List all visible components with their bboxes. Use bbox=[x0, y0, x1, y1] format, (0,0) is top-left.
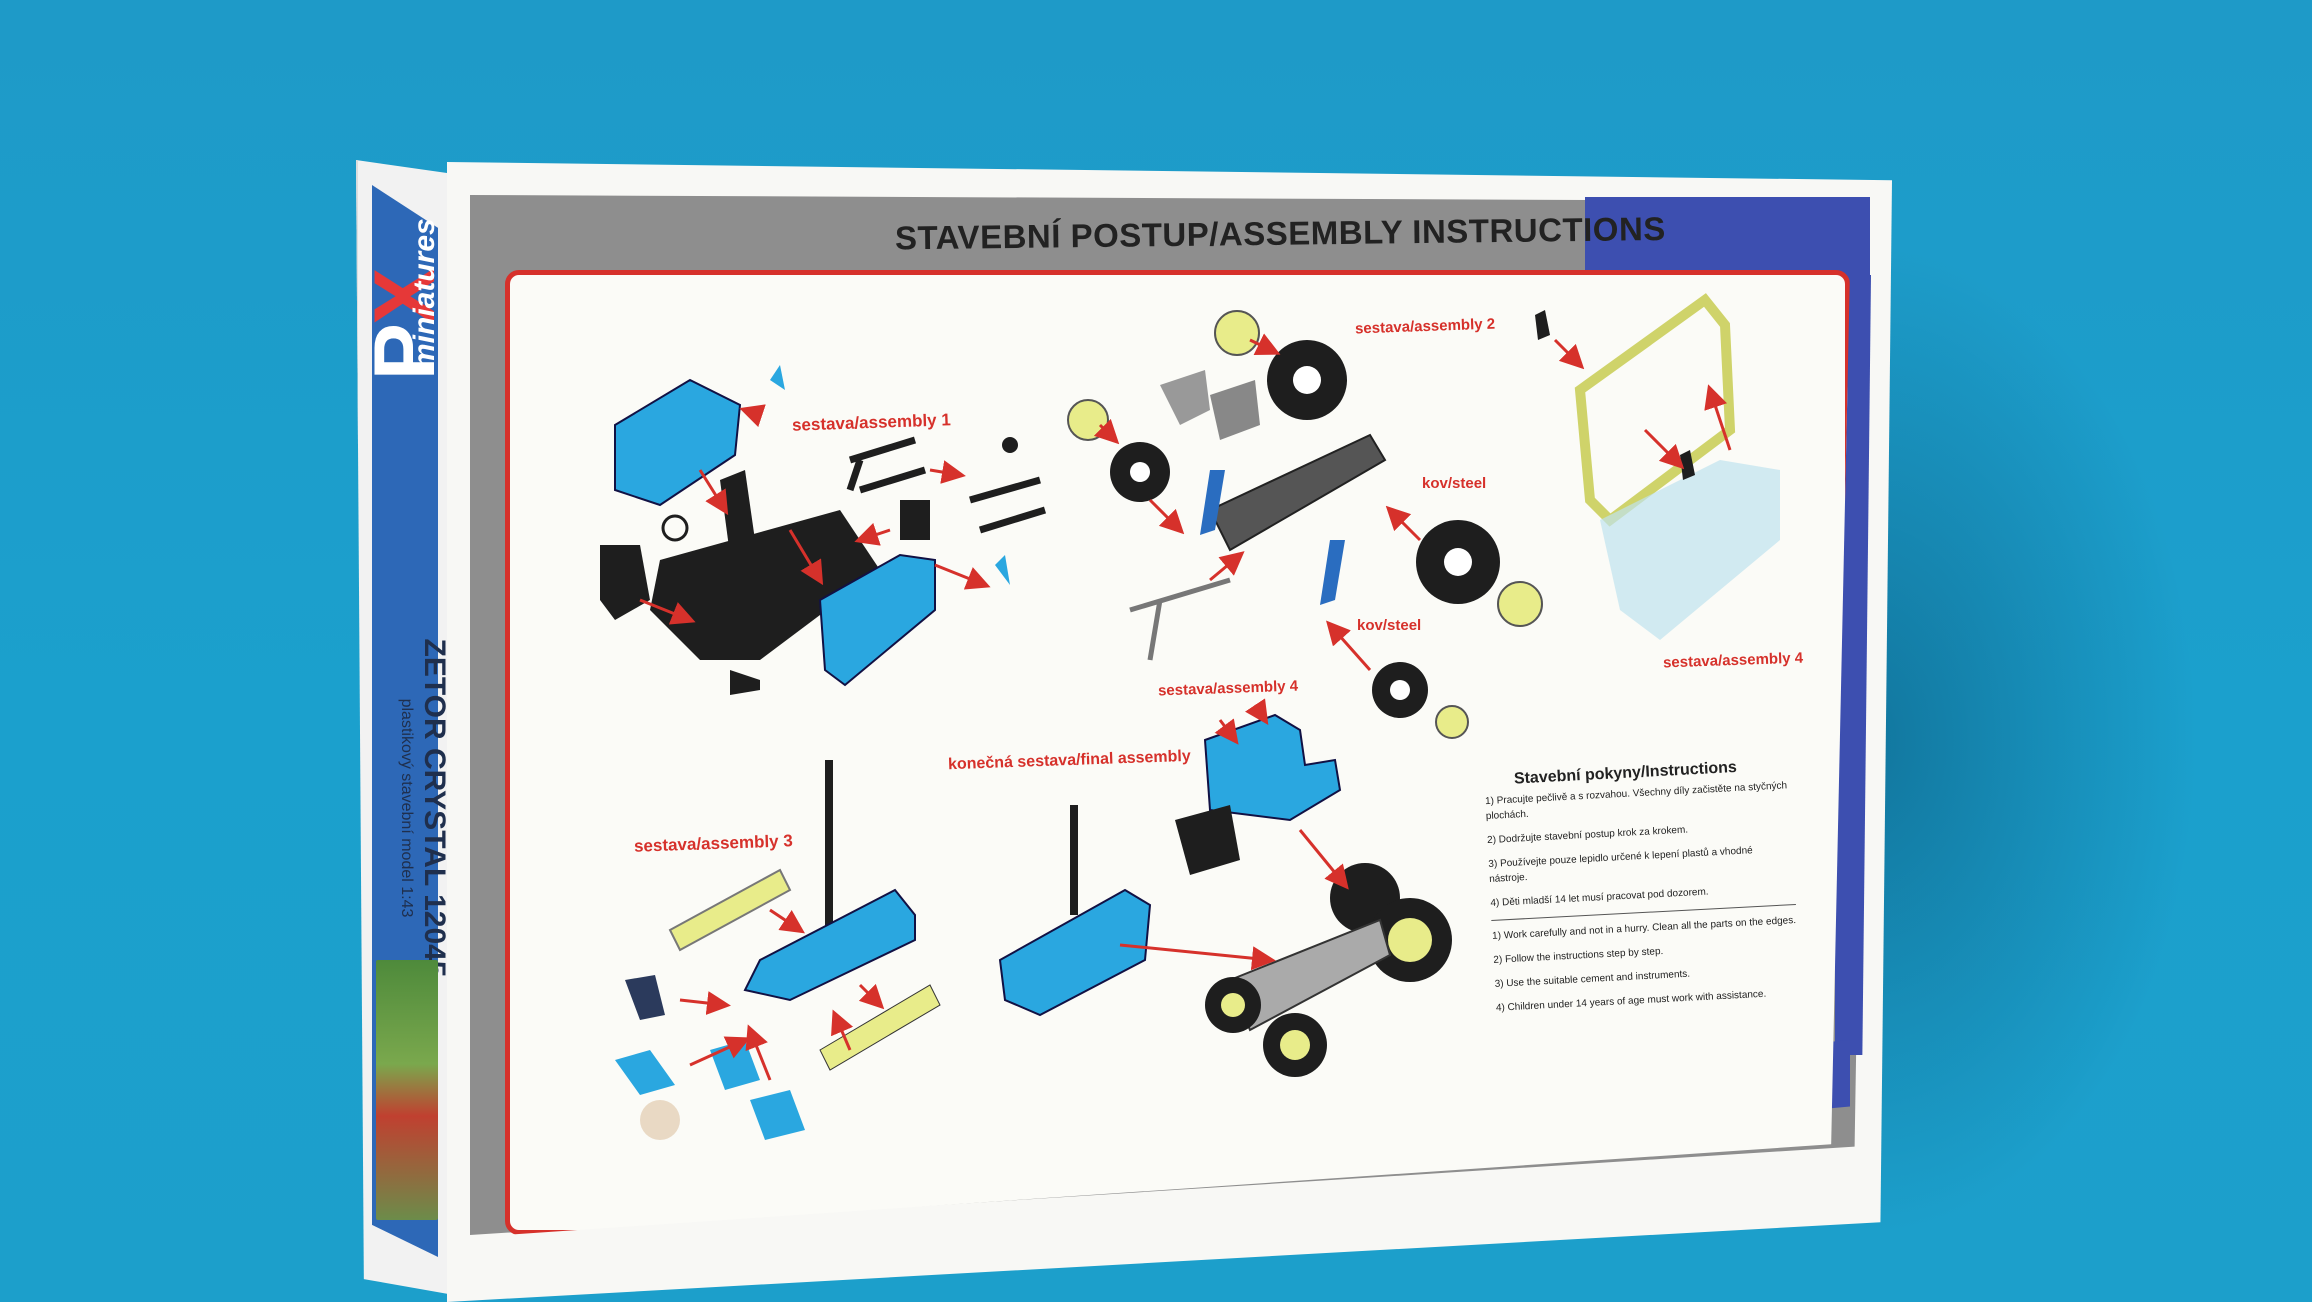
side-tractor-photo bbox=[376, 960, 438, 1220]
label-kov-steel-1: kov/steel bbox=[1422, 475, 1487, 492]
instruction-cz-3: 3) Používejte pouze lepidlo určené k lep… bbox=[1488, 845, 1753, 886]
final-assembly-parts bbox=[998, 698, 1452, 1077]
blue-corner-top-right bbox=[1585, 197, 1870, 275]
instructions-text: Stavební pokyny/Instructions 1) Pracujte… bbox=[1484, 757, 1802, 1025]
assembly1-parts bbox=[600, 365, 1047, 695]
assembly2-parts bbox=[1067, 310, 1543, 739]
instruction-en-4: 4) Children under 14 years of age must w… bbox=[1495, 988, 1767, 1014]
assembly4-cab bbox=[1535, 293, 1780, 640]
assembly3-parts bbox=[615, 760, 941, 1140]
label-kov-steel-2: kov/steel bbox=[1357, 617, 1422, 634]
